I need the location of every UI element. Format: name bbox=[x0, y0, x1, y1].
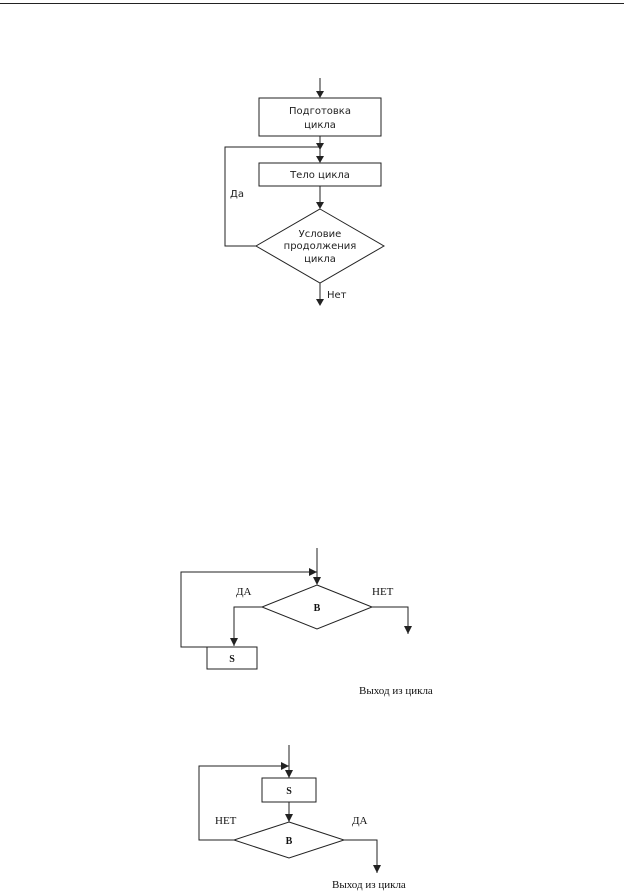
flowchart-3-condition-label: B bbox=[286, 836, 293, 847]
flowchart-3-no-label: НЕТ bbox=[215, 815, 237, 827]
flowchart-3-body-label: S bbox=[286, 786, 292, 797]
flowchart-1-no-label: Нет bbox=[327, 290, 347, 301]
flowchart-2-body-box bbox=[206, 646, 258, 670]
flowchart-1-prep-box bbox=[258, 97, 382, 137]
flowchart-3-loop-arrowhead bbox=[281, 762, 289, 770]
flowchart-3-exit-label: Выход из цикла bbox=[332, 879, 406, 891]
flowchart-1-exit-arrowhead bbox=[316, 299, 324, 306]
flowchart-1-yes-label: Да bbox=[230, 189, 244, 200]
flowchart-2-condition-diamond bbox=[260, 584, 374, 630]
flowchart-3-cond-arrowhead bbox=[285, 814, 293, 822]
flowchart-1-cond-line1: Условие bbox=[299, 229, 342, 240]
flowchart-3-yes-arrowhead bbox=[373, 865, 381, 873]
flowchart-3-yes-label: ДА bbox=[352, 815, 368, 827]
flowchart-3-condition-diamond bbox=[232, 821, 346, 859]
flowchart-3-return-loop bbox=[198, 765, 289, 841]
flowchart-1-yes-loop bbox=[224, 146, 320, 247]
flowchart-1-cond-line2: продолжения bbox=[284, 241, 357, 252]
flowchart-2-entry-arrowhead bbox=[313, 577, 321, 585]
flowchart-2-yes-label: ДА bbox=[236, 586, 252, 598]
flowchart-1-body-label: Тело цикла bbox=[289, 170, 350, 181]
flowchart-2-no-label: НЕТ bbox=[372, 586, 394, 598]
flowchart-1-arrowhead-body bbox=[316, 156, 324, 163]
flowchart-2-exit-label: Выход из цикла bbox=[359, 685, 433, 697]
flowchart-2-yes-arrowhead bbox=[230, 638, 238, 646]
flowchart-2-no-branch bbox=[372, 606, 409, 634]
flowchart-2-body-label: S bbox=[229, 654, 235, 665]
flowchart-2-no-arrowhead bbox=[404, 626, 412, 634]
flowchart-2-loop-arrowhead bbox=[309, 568, 317, 576]
flowchart-1-prep-line2: цикла bbox=[304, 120, 336, 131]
flowchart-2-condition-label: B bbox=[314, 603, 321, 614]
flowchart-1-cond-line3: цикла bbox=[304, 254, 336, 265]
page-top-rule bbox=[0, 3, 624, 4]
flowchart-1-prep-line1: Подготовка bbox=[289, 106, 351, 117]
flowchart-1-entry-arrowhead bbox=[316, 91, 324, 98]
flowchart-2-return-loop bbox=[180, 571, 317, 648]
flowchart-1-arrowhead-cond bbox=[316, 202, 324, 209]
flowchart-2-yes-branch bbox=[233, 606, 262, 646]
flowchart-3-entry-arrowhead bbox=[285, 770, 293, 778]
flowchart-3-yes-branch bbox=[344, 839, 378, 873]
flowchart-3-body-box bbox=[261, 777, 317, 803]
